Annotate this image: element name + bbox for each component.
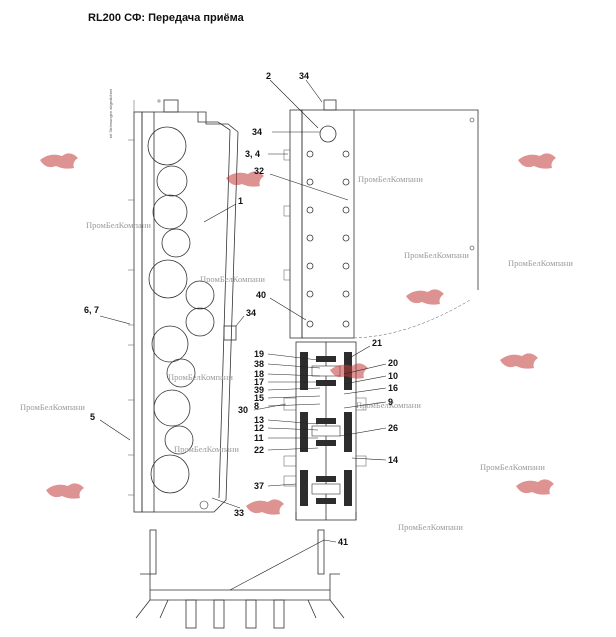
- callout-16: 16: [388, 383, 398, 393]
- watermark-text: ПромБелКомпани: [86, 220, 151, 230]
- callout-20: 20: [388, 358, 398, 368]
- watermark-logo-icon: [46, 483, 84, 499]
- callout-40: 40: [256, 290, 266, 300]
- watermark-logo-icon: [406, 289, 444, 305]
- left-side-plate: [128, 99, 239, 513]
- watermark-logo-icon: [518, 153, 556, 169]
- callout-8: 8: [254, 401, 259, 411]
- bottom-frame-view: [135, 529, 345, 629]
- drawing-title: RL200 СФ: Передача приёма: [88, 12, 244, 24]
- watermark-logo-icon: [246, 499, 284, 515]
- callout-34: 34: [299, 71, 309, 81]
- watermark-text: ПромБелКомпани: [358, 174, 423, 184]
- watermark-text: ПромБелКомпани: [168, 372, 233, 382]
- watermark-text: ПромБелКомпани: [356, 400, 421, 410]
- callout-3-4: 3, 4: [245, 149, 260, 159]
- callout-1: 1: [238, 196, 243, 206]
- callout-2: 2: [266, 71, 271, 81]
- callout-6-7: 6, 7: [84, 305, 99, 315]
- callout-17: 17: [254, 377, 264, 387]
- callout-37: 37: [254, 481, 264, 491]
- callout-11: 11: [254, 433, 264, 443]
- watermark-text: ПромБелКомпани: [398, 522, 463, 532]
- watermark-text: ПромБелКомпани: [480, 462, 545, 472]
- watermark-logo-icon: [500, 353, 538, 369]
- callout-41: 41: [338, 537, 348, 547]
- callout-5: 5: [90, 412, 95, 422]
- leader-lines: [99, 79, 387, 543]
- callout-15: 15: [254, 393, 264, 403]
- callout-13: 13: [254, 415, 264, 425]
- callout-34: 34: [252, 127, 262, 137]
- side-stamp: tol Strömungen abgedichtet: [108, 88, 113, 138]
- callout-26: 26: [388, 423, 398, 433]
- callout-30: 30: [238, 405, 248, 415]
- right-column-view: [283, 99, 479, 339]
- watermark-text: ПромБелКомпани: [404, 250, 469, 260]
- watermark-text: ПромБелКомпани: [200, 274, 265, 284]
- callout-14: 14: [388, 455, 398, 465]
- callout-21: 21: [372, 338, 382, 348]
- watermark-logos: [40, 153, 556, 515]
- watermark-logo-icon: [330, 363, 368, 379]
- callout-19: 19: [254, 349, 264, 359]
- callout-34: 34: [246, 308, 256, 318]
- callout-10: 10: [388, 371, 398, 381]
- callout-33: 33: [234, 508, 244, 518]
- callout-12: 12: [254, 423, 264, 433]
- watermark-logo-icon: [40, 153, 78, 169]
- callout-18: 18: [254, 369, 264, 379]
- callout-9: 9: [388, 397, 393, 407]
- watermark-logo-icon: [516, 479, 554, 495]
- callout-38: 38: [254, 359, 264, 369]
- callout-22: 22: [254, 445, 264, 455]
- watermark-text: ПромБелКомпани: [174, 444, 239, 454]
- watermark-texts: ПромБелКомпани ПромБелКомпани ПромБелКом…: [20, 174, 573, 532]
- watermark-text: ПромБелКомпани: [508, 258, 573, 268]
- callout-labels: 2 34 34 3, 4 32 1 40 6, 7 34 5 21 19 20 …: [84, 71, 398, 547]
- watermark-text: ПромБелКомпани: [20, 402, 85, 412]
- callout-32: 32: [254, 166, 264, 176]
- callout-39: 39: [254, 385, 264, 395]
- watermark-logo-icon: [226, 171, 264, 187]
